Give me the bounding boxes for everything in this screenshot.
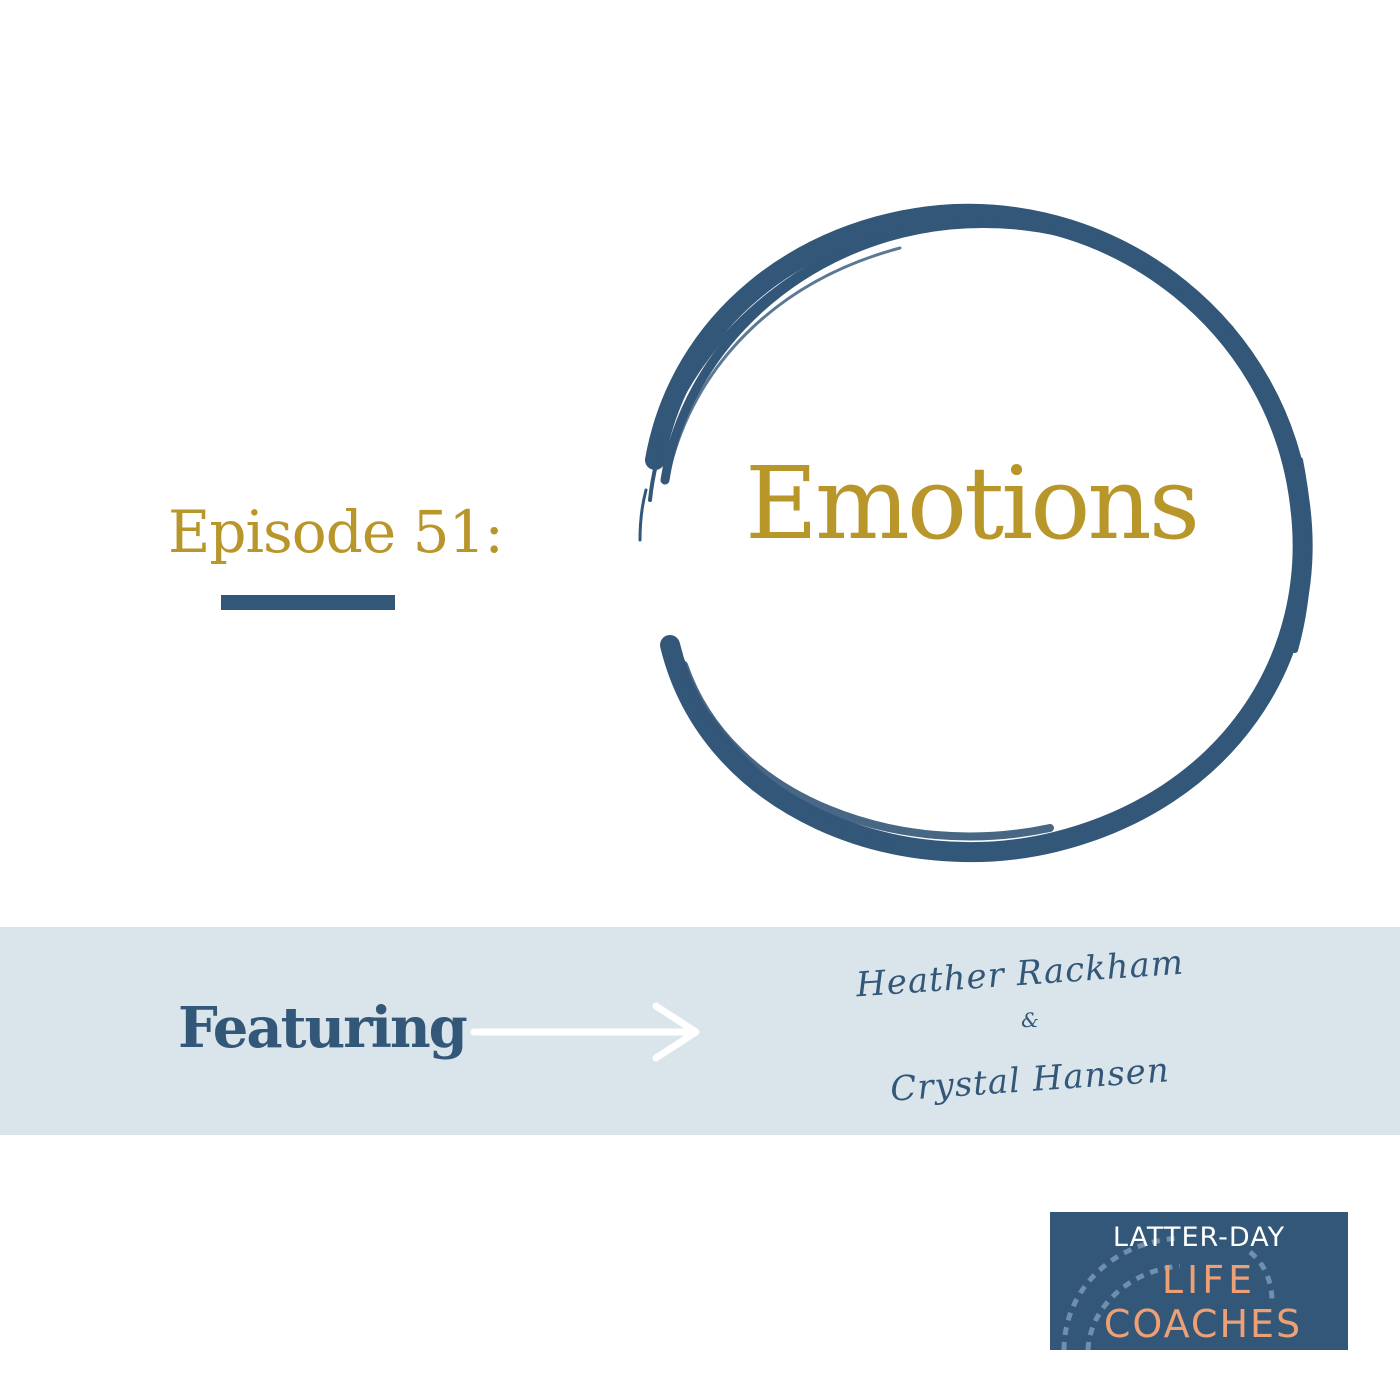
logo-line-2: LIFE bbox=[1161, 1258, 1257, 1302]
ampersand: & bbox=[1021, 1008, 1039, 1032]
logo-arc-decoration bbox=[1061, 1235, 1275, 1350]
host-name-2: Crystal Hansen bbox=[889, 1050, 1171, 1110]
episode-title: Emotions bbox=[745, 445, 1200, 562]
featuring-band bbox=[0, 927, 1400, 1135]
arrow-right-icon bbox=[470, 1002, 700, 1062]
episode-underline bbox=[221, 595, 395, 610]
brush-circle-graphic bbox=[638, 203, 1313, 863]
brand-logo: LATTER-DAY LIFE COACHES bbox=[1050, 1212, 1348, 1350]
logo-line-1: LATTER-DAY bbox=[1112, 1222, 1286, 1253]
host-name-1: Heather Rackham bbox=[854, 942, 1186, 1006]
hosts-signature: Heather Rackham & Crystal Hansen bbox=[840, 940, 1200, 1130]
featuring-label: Featuring bbox=[178, 995, 468, 1061]
logo-line-3: COACHES bbox=[1103, 1302, 1303, 1346]
episode-label: Episode 51: bbox=[168, 498, 504, 566]
